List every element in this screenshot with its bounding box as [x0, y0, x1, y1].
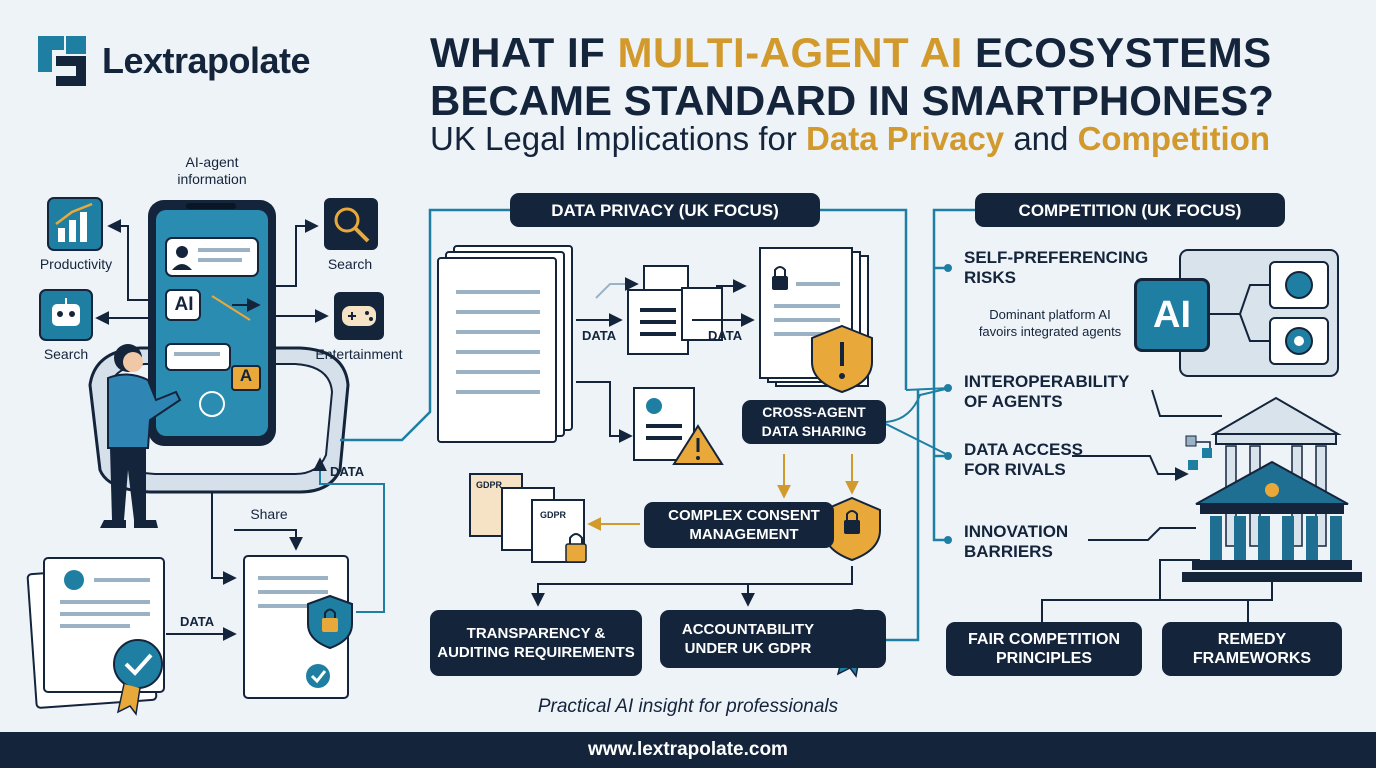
ai-agents-panel-icon: [1179, 249, 1339, 377]
title-line-1: WHAT IF MULTI-AGENT AI ECOSYSTEMS: [430, 30, 1272, 76]
tagline-text: Practical AI insight for professionals: [537, 696, 839, 717]
subtitle: UK Legal Implications for Data Privacy a…: [430, 120, 1270, 158]
smartphone-icon: [148, 200, 276, 446]
brand-name: Lextrapolate: [102, 40, 311, 81]
interoperability-label: INTEROPERABILITY OF AGENTS: [964, 372, 1129, 411]
search-magnifier-icon: [324, 198, 378, 250]
privacy-data-label-a: DATA: [582, 328, 617, 343]
self-preferencing-label: SELF-PREFERENCING RISKS: [964, 248, 1149, 287]
robot-search-icon: [39, 289, 93, 341]
phone-screen-ai: AI: [174, 294, 194, 315]
flow-label-share: Share: [250, 506, 288, 522]
title-line-2: BECAME STANDARD IN SMARTPHONES?: [430, 77, 1274, 124]
app-label-productivity: Productivity: [39, 256, 113, 272]
cross-agent-sharing-box: CROSS-AGENT DATA SHARING: [742, 400, 886, 444]
person-icon: [100, 344, 182, 528]
privacy-header: DATA PRIVACY (UK FOCUS): [510, 193, 820, 227]
complex-consent-box: COMPLEX CONSENT MANAGEMENT: [644, 502, 834, 548]
ai-badge: AI: [1134, 278, 1210, 352]
flow-label-data-lower: DATA: [180, 614, 215, 629]
app-label-search-left: Search: [43, 346, 89, 362]
tagline: Practical AI insight for professionals: [0, 696, 1376, 718]
data-blocks-icon: [1185, 435, 1212, 470]
gamepad-icon: [334, 292, 384, 340]
accountability-box: ACCOUNTABILITY UNDER UK GDPR: [660, 610, 886, 668]
productivity-icon: [47, 197, 103, 251]
footer-url[interactable]: www.lextrapolate.com: [0, 732, 1376, 768]
small-docs-icon: [627, 265, 723, 355]
title-line-1-post: ECOSYSTEMS: [962, 29, 1272, 76]
warning-document-icon: [633, 387, 724, 465]
brand-logo-space: [36, 34, 90, 88]
fair-competition-box: FAIR COMPETITION PRINCIPLES: [946, 622, 1142, 676]
gdpr-label-1: GDPR: [476, 480, 503, 490]
flow-label-data-upper: DATA: [330, 464, 365, 479]
certified-document-icon: [26, 557, 165, 716]
competition-header: COMPETITION (UK FOCUS): [975, 193, 1285, 227]
data-document-stack-icon: [437, 245, 573, 443]
subtitle-accent-competition: Competition: [1077, 120, 1271, 157]
innovation-barriers-label: INNOVATION BARRIERS: [964, 522, 1069, 561]
self-preferencing-note: Dominant platform AI favoirs integrated …: [978, 307, 1122, 339]
courthouse-icon: [1182, 396, 1362, 582]
remedy-frameworks-box: REMEDY FRAMEWORKS: [1162, 622, 1342, 676]
gdpr-label-2: GDPR: [540, 510, 567, 520]
brand-logo-icon: [38, 36, 86, 86]
locked-document-icon: [759, 247, 873, 394]
title-line-1-accent: MULTI-AGENT AI: [617, 29, 963, 76]
privacy-data-label-b: DATA: [708, 328, 743, 343]
app-label-search-right: Search: [327, 256, 373, 272]
subtitle-accent-privacy: Data Privacy: [806, 120, 1005, 157]
data-access-label: DATA ACCESS FOR RIVALS: [964, 440, 1083, 479]
phone-caption: AI-agent information: [177, 154, 247, 187]
brand: Lextrapolate: [36, 34, 311, 88]
gdpr-documents-icon: [469, 473, 587, 563]
secured-document-icon: [243, 555, 353, 699]
app-label-entertainment: Entertainment: [315, 346, 403, 362]
subtitle-pre: UK Legal Implications for: [430, 120, 807, 157]
subtitle-mid: and: [1004, 120, 1078, 157]
title-line-1-pre: WHAT IF: [430, 29, 618, 76]
transparency-box: TRANSPARENCY & AUDITING REQUIREMENTS: [430, 610, 642, 676]
phone-screen-a: A: [239, 366, 253, 385]
